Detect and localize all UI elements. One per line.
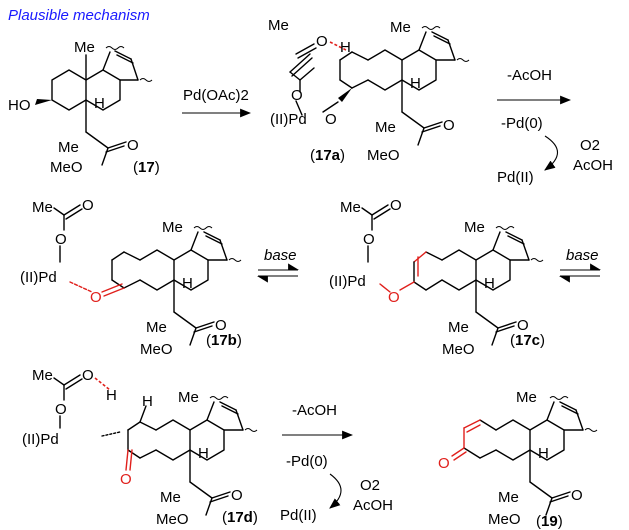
atom-o: O	[390, 197, 402, 214]
atom-me: Me	[464, 219, 485, 236]
atom-o-highlight: O	[120, 471, 132, 488]
atom-me: Me	[340, 199, 361, 216]
atom-meo: MeO	[140, 341, 173, 358]
atom-meo: MeO	[442, 341, 475, 358]
atom-o: O	[291, 87, 303, 104]
compound-label-17b: (17b)	[206, 332, 242, 349]
atom-me: Me	[448, 319, 469, 336]
atom-o: O	[231, 487, 243, 504]
atom-o: O	[82, 197, 94, 214]
compound-17d-structure	[53, 374, 258, 516]
atom-meo: MeO	[488, 511, 521, 528]
catalyst-turnover-arrow-1	[544, 135, 559, 171]
atom-o-highlight: O	[90, 289, 102, 306]
atom-me: Me	[162, 219, 183, 236]
atom-h: H	[106, 387, 117, 404]
reagent-base-1: base	[264, 247, 297, 264]
compound-label-19: (19)	[536, 513, 563, 530]
reagent-o2: O2	[360, 477, 380, 494]
reagent-minus-pd0: -Pd(0)	[286, 453, 328, 470]
atom-o: O	[363, 231, 375, 248]
reagent-base-2: base	[566, 247, 599, 264]
reagent-pdii: Pd(II)	[280, 507, 317, 524]
compound-label-17: (17)	[133, 159, 160, 176]
atom-me: Me	[178, 389, 199, 406]
compound-17c-structure	[361, 204, 544, 346]
compound-17b-structure	[53, 204, 242, 346]
catalyst-turnover-arrow-2	[329, 473, 342, 509]
atom-pd: (II)Pd	[22, 431, 59, 448]
atom-h: H	[410, 75, 421, 92]
atom-h: H	[94, 95, 105, 112]
atom-o: O	[127, 137, 139, 154]
reagent-pdii: Pd(II)	[497, 169, 534, 186]
atom-me: Me	[160, 489, 181, 506]
reagent-acoh: AcOH	[353, 497, 393, 514]
reagent-o2: O2	[580, 137, 600, 154]
atom-me: Me	[390, 19, 411, 36]
atom-h: H	[182, 275, 193, 292]
atom-me: Me	[268, 17, 289, 34]
atom-o: O	[517, 317, 529, 334]
compound-label-17d: (17d)	[222, 509, 258, 526]
atom-pd: (II)Pd	[270, 111, 307, 128]
atom-me: Me	[32, 199, 53, 216]
atom-ho: HO	[8, 97, 31, 114]
atom-me: Me	[32, 367, 53, 384]
atom-meo: MeO	[50, 159, 83, 176]
atom-me: Me	[375, 119, 396, 136]
atom-h: H	[340, 39, 351, 56]
atom-pd: (II)Pd	[20, 269, 57, 286]
compound-label-17c: (17c)	[510, 332, 545, 349]
atom-me: Me	[58, 139, 79, 156]
atom-o: O	[316, 33, 328, 50]
compound-17-structure	[35, 46, 153, 166]
atom-o-highlight: O	[388, 289, 400, 306]
atom-o-highlight: O	[438, 455, 450, 472]
reagent-acoh: AcOH	[573, 157, 613, 174]
atom-o: O	[571, 487, 583, 504]
atom-h: H	[538, 445, 549, 462]
atom-me: Me	[74, 39, 95, 56]
atom-o: O	[443, 117, 455, 134]
atom-h: H	[484, 275, 495, 292]
scheme-title: Plausible mechanism	[8, 7, 150, 24]
atom-o: O	[215, 317, 227, 334]
atom-meo: MeO	[367, 147, 400, 164]
reagent-pdoac2: Pd(OAc)2	[183, 87, 249, 104]
atom-me: Me	[146, 319, 167, 336]
atom-o: O	[55, 231, 67, 248]
reagent-minus-acoh: -AcOH	[507, 67, 552, 84]
reagent-minus-acoh: -AcOH	[292, 402, 337, 419]
compound-label-17a: (17a)	[310, 147, 345, 164]
atom-h: H	[142, 393, 153, 410]
atom-o: O	[82, 367, 94, 384]
reagent-minus-pd0: -Pd(0)	[501, 115, 543, 132]
atom-me: Me	[516, 389, 537, 406]
atom-h: H	[198, 445, 209, 462]
compound-17a-structure	[289, 26, 470, 146]
atom-o: O	[55, 401, 67, 418]
atom-pd: (II)Pd	[329, 273, 366, 290]
atom-o: O	[325, 111, 337, 128]
atom-meo: MeO	[156, 511, 189, 528]
compound-19-structure	[451, 396, 598, 516]
atom-me: Me	[498, 489, 519, 506]
